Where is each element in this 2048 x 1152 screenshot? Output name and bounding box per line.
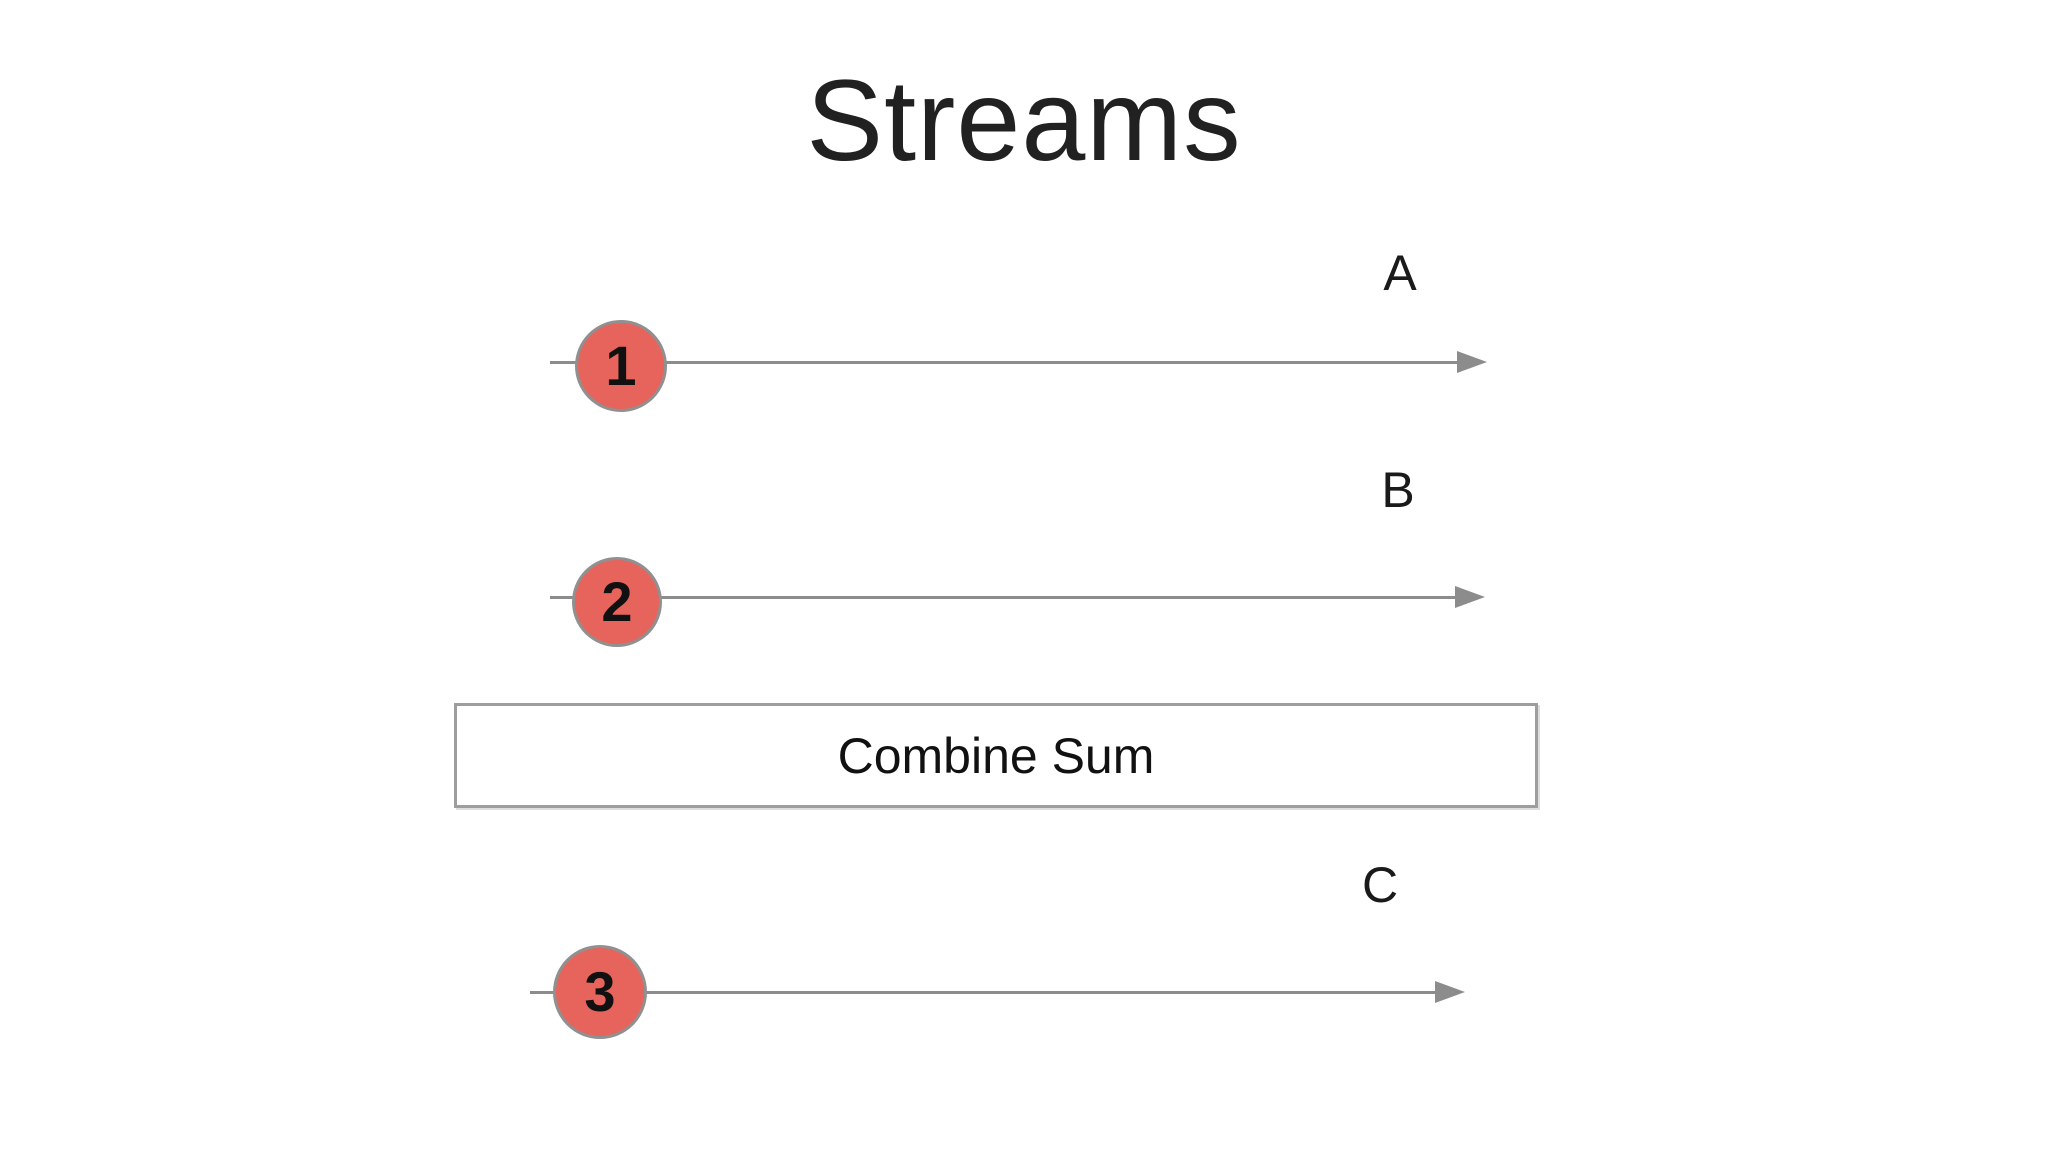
stream-2-arrowhead-icon <box>1455 586 1485 608</box>
stream-2-marble-number: 2 <box>601 570 633 633</box>
combine-sum-label: Combine Sum <box>837 727 1155 784</box>
stream-3-marble: 3 <box>553 945 647 1039</box>
combine-sum-box: Combine Sum <box>454 703 1538 808</box>
stream-3-output-label: C <box>1361 857 1399 913</box>
stream-3-arrowhead-icon <box>1435 981 1465 1003</box>
stream-1-marble-number: 1 <box>605 334 637 397</box>
stream-2-output-label: B <box>1381 462 1415 518</box>
stream-1-line <box>550 361 1459 364</box>
stream-3-line <box>530 991 1435 994</box>
stream-1-arrowhead-icon <box>1457 351 1487 373</box>
stream-1-marble: 1 <box>575 320 667 412</box>
stream-3-marble-number: 3 <box>584 960 616 1023</box>
stream-2-marble: 2 <box>572 557 662 647</box>
stream-2-line <box>550 596 1455 599</box>
stream-1-output-label: A <box>1383 245 1417 301</box>
slide-title: Streams <box>806 57 1242 185</box>
